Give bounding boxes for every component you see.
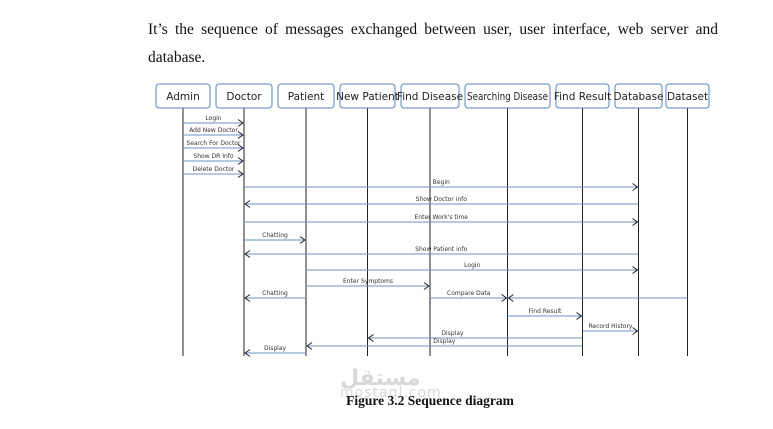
- actor-box-frame: [400, 83, 460, 109]
- message-label: Search For Doctor: [187, 140, 241, 147]
- arrow-head-icon: [576, 312, 583, 320]
- actor-box-frame: [614, 83, 663, 109]
- arrow-head-icon: [237, 170, 244, 178]
- actor-box-frame: [155, 83, 211, 109]
- message-label: Login: [205, 115, 221, 122]
- message-compare-data: Compare Data: [430, 290, 508, 302]
- arrow-head-icon: [237, 144, 244, 152]
- message-show-doctor-info: Show Doctor info: [244, 196, 639, 208]
- watermark-latin: mostaql.com: [340, 385, 442, 401]
- message-begin: Begin: [244, 179, 639, 191]
- message-label: Chatting: [262, 290, 288, 297]
- message-add-new-doctor: Add New Doctor: [183, 127, 244, 139]
- actor-label: New Patient: [336, 91, 399, 103]
- message-label: Record History: [589, 323, 633, 330]
- intro-paragraph: It’s the sequence of messages exchanged …: [148, 21, 718, 66]
- arrow-head-icon: [244, 349, 251, 357]
- arrow-head-icon: [632, 266, 639, 274]
- actor-label: Patient: [288, 91, 325, 103]
- message-label: Login: [464, 262, 480, 269]
- actor-admin: Admin: [155, 83, 211, 109]
- message-label: Display: [264, 345, 287, 352]
- actor-label: Database: [613, 91, 663, 103]
- arrow-head-icon: [306, 342, 313, 350]
- actor-label: Admin: [166, 91, 199, 103]
- message-label: Begin: [433, 179, 450, 186]
- arrow-head-icon: [632, 327, 639, 335]
- arrow-head-icon: [423, 282, 430, 290]
- message-label: Chatting: [262, 232, 288, 239]
- actor-find-result: Find Result: [554, 83, 611, 109]
- message-chatting: Chatting: [244, 232, 306, 244]
- message-display: Display: [367, 330, 583, 342]
- message-show-dr-info: Show DR Info: [183, 153, 244, 165]
- actor-label: Find Disease: [397, 91, 463, 103]
- arrow-head-icon: [244, 200, 251, 208]
- actor-label: Find Result: [554, 91, 611, 103]
- arrow-head-icon: [632, 218, 639, 226]
- actor-label: Dataset: [667, 91, 708, 103]
- arrow-head-icon: [367, 334, 374, 342]
- actor-find-disease: Find Disease: [397, 83, 463, 109]
- actor-label: Doctor: [226, 91, 262, 103]
- message-label: Add New Doctor: [189, 127, 238, 134]
- message-enter-symptoms: Enter Symptoms: [306, 278, 430, 290]
- actor-box-frame: [665, 83, 710, 109]
- message-login: Login: [183, 115, 244, 127]
- actor-searching-disease: Searching Disease: [464, 83, 551, 109]
- message-label: Show Doctor info: [416, 196, 468, 203]
- actor-box-frame: [277, 83, 335, 109]
- message-enter-work-s-time: Enter Work's time: [244, 214, 639, 226]
- actor-patient: Patient: [277, 83, 335, 109]
- message-show-patient-info: Show Patient info: [244, 246, 639, 258]
- message-find-result: Find Result: [507, 308, 583, 320]
- message-label: Enter Work's time: [415, 214, 469, 221]
- message-delete-doctor: Delete Doctor: [183, 166, 244, 178]
- message-blank: [507, 294, 688, 302]
- message-label: Delete Doctor: [193, 166, 235, 173]
- message-label: Find Result: [529, 308, 562, 315]
- message-label: Show Patient info: [415, 246, 467, 253]
- arrow-head-icon: [501, 294, 508, 302]
- arrow-head-icon: [632, 183, 639, 191]
- actor-doctor: Doctor: [215, 83, 273, 109]
- message-login: Login: [306, 262, 639, 274]
- actor-label: Searching Disease: [467, 91, 548, 103]
- actor-database: Database: [613, 83, 664, 109]
- message-record-history: Record History: [582, 323, 639, 335]
- actor-new-patient: New Patient: [336, 83, 399, 109]
- lifelines: [182, 108, 688, 356]
- arrow-head-icon: [237, 119, 244, 127]
- actor-dataset: Dataset: [665, 83, 710, 109]
- message-label: Compare Data: [447, 290, 491, 297]
- message-label: Display: [441, 330, 464, 337]
- message-display: Display: [244, 345, 306, 357]
- message-label: Enter Symptoms: [343, 278, 393, 285]
- arrow-head-icon: [244, 294, 251, 302]
- watermark: مستقل mostaql.com: [340, 366, 442, 401]
- actor-box-frame: [339, 83, 396, 109]
- message-label: Show DR Info: [193, 153, 233, 160]
- arrow-head-icon: [299, 236, 306, 244]
- arrow-head-icon: [244, 250, 251, 258]
- message-search-for-doctor: Search For Doctor: [183, 140, 244, 152]
- arrow-head-icon: [237, 131, 244, 139]
- arrow-head-icon: [237, 157, 244, 165]
- actor-box-frame: [555, 83, 610, 109]
- actor-box-frame: [215, 83, 273, 109]
- message-chatting: Chatting: [244, 290, 306, 302]
- arrow-head-icon: [507, 294, 514, 302]
- message-display: Display: [306, 338, 583, 350]
- actor-box-frame: [464, 83, 551, 109]
- message-label: Display: [433, 338, 456, 345]
- watermark-arabic: مستقل: [340, 366, 421, 391]
- figure-caption: Figure 3.2 Sequence diagram: [346, 393, 514, 408]
